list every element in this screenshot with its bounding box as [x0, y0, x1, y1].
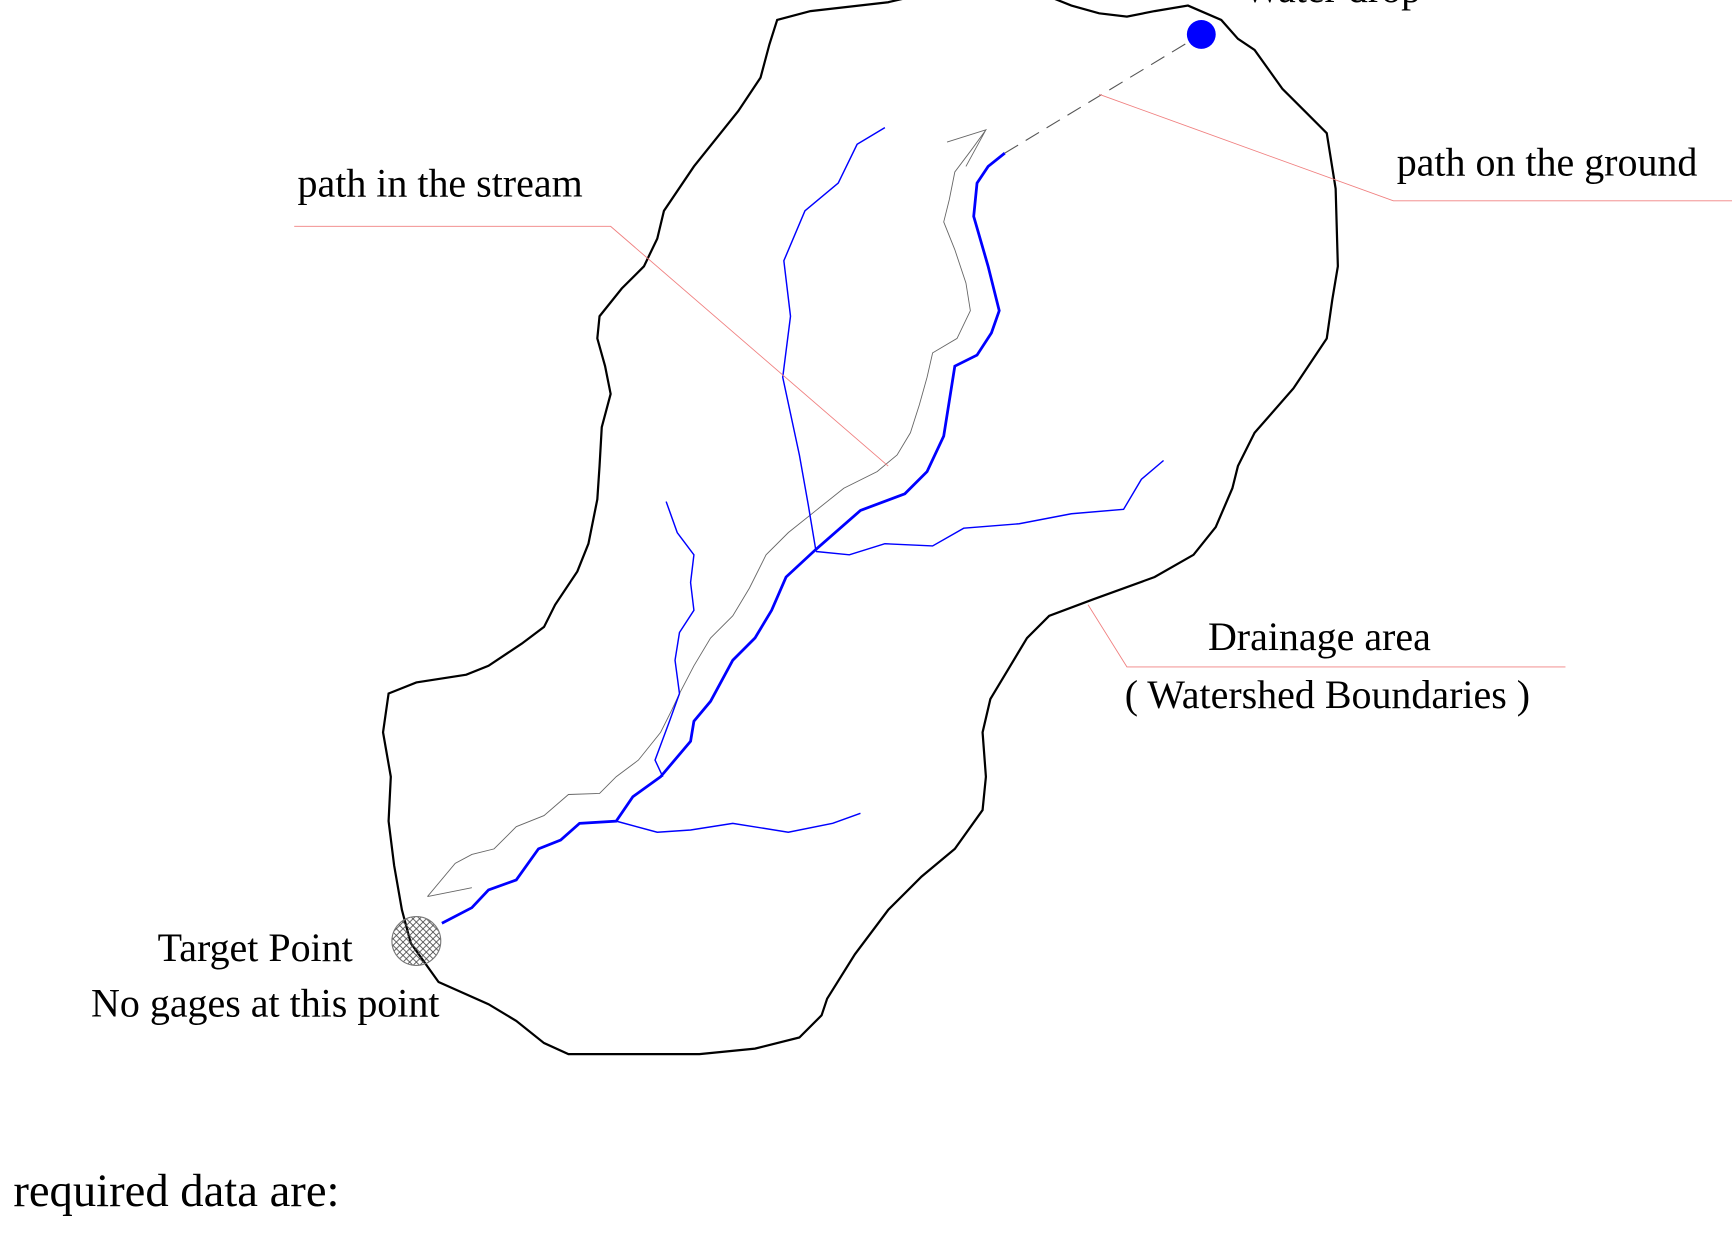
leader-path-on-ground [1099, 93, 1732, 202]
path-on-ground-label: path on the ground [1397, 139, 1698, 184]
target-point-marker [391, 916, 442, 966]
required-data-label: required data are: [13, 1165, 339, 1217]
tributary-south [616, 812, 861, 833]
main-stream [441, 152, 1006, 925]
tributary-west [654, 501, 695, 778]
water-drop-marker [1186, 19, 1216, 49]
tributary-north [781, 126, 886, 552]
tributary-east [815, 459, 1165, 556]
watershed-boundary [381, 0, 1339, 1056]
target-point-label: Target Point [158, 925, 353, 970]
path-in-stream-label: path in the stream [298, 160, 583, 205]
drainage-area-label: Drainage area [1208, 614, 1431, 659]
leader-drainage-area [1087, 604, 1566, 668]
no-gages-label: No gages at this point [91, 980, 439, 1025]
path-on-ground-dashed [1004, 40, 1191, 154]
leader-path-in-stream [294, 225, 889, 467]
water-drop-label: Water drop [1243, 0, 1421, 11]
watershed-boundaries-label: ( Watershed Boundaries ) [1125, 672, 1530, 717]
flow-path-in-stream [427, 129, 988, 898]
